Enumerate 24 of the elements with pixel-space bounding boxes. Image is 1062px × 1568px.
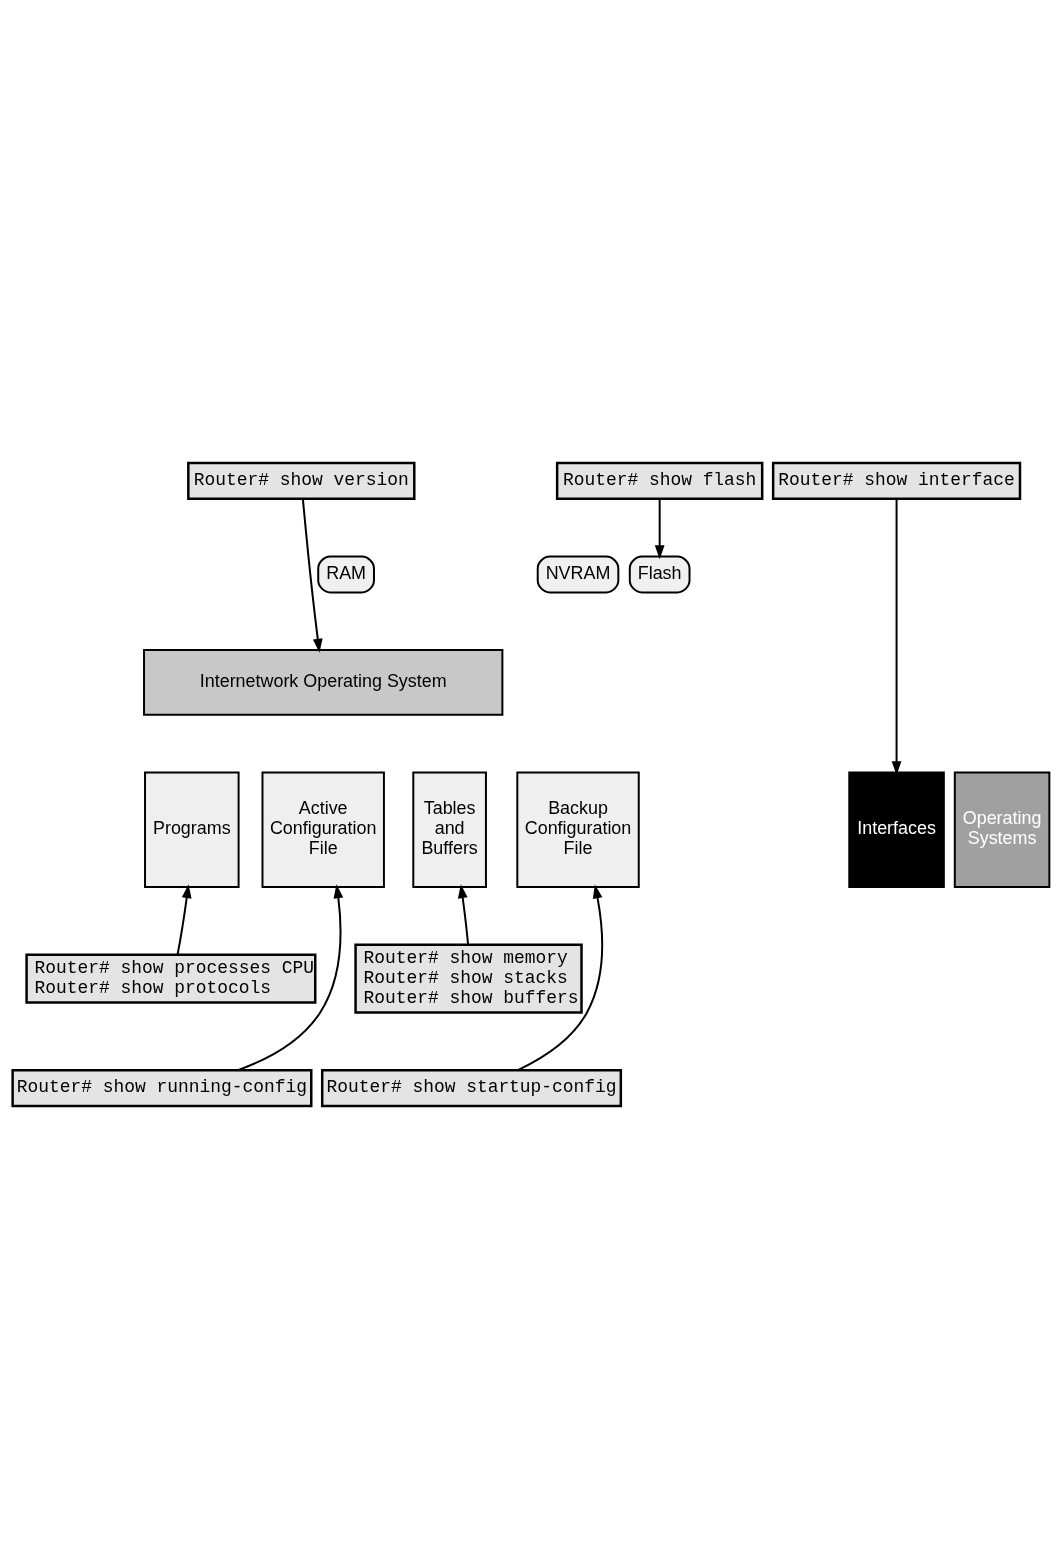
node-box: Router# show running-config [11,1068,313,1107]
arrow [517,883,604,1071]
node-box: Router# show processes CPU Router# show protocols [25,952,317,1004]
node-box: Router# show startup-config [320,1068,623,1107]
node-box: Router# show interface [771,461,1022,500]
node-box: Flash [628,555,691,593]
node-box: Router# show version [187,461,416,500]
arrow [301,497,323,653]
node-box: Tables and Buffers [412,771,487,888]
arrow [176,883,192,956]
node-box: Interfaces [848,771,945,888]
arrow [654,497,665,559]
arrow [891,497,902,775]
node-box: Active Configuration File [261,771,385,888]
node-box: Programs [144,771,240,888]
node-box: Operating Systems [953,771,1051,888]
arrow [457,883,470,946]
node-box: Internetwork Operating System [143,648,504,716]
arrow [236,883,344,1071]
node-box: Router# show flash [555,461,764,500]
node-box: RAM [317,555,375,593]
node-box: Backup Configuration File [516,771,640,888]
node-box: Router# show memory Router# show stacks Router# show buffers [354,943,583,1014]
node-box: NVRAM [536,555,620,593]
